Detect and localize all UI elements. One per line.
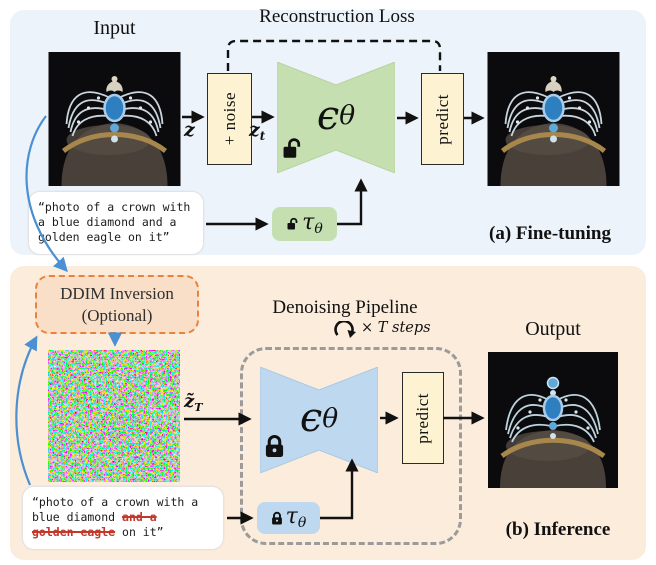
unlocked-icon (283, 138, 301, 158)
prompt-bubble-inference: “photo of a crown with a blue diamond an… (22, 486, 224, 550)
reconstructed-image (487, 52, 620, 186)
denoising-pipeline-box (240, 347, 462, 545)
output-label: Output (525, 318, 581, 340)
denoising-pipeline-label: Denoising Pipeline (272, 297, 418, 318)
fine-tuning-caption: (a) Fine-tuning (489, 223, 611, 244)
unet-shape-finetune (277, 62, 395, 173)
tau-symbol: τθ (302, 210, 323, 238)
tau-symbol: τθ (285, 504, 307, 532)
predict-box-inference: predict (402, 372, 444, 464)
locked-icon-small (271, 511, 282, 524)
input-label: Input (93, 17, 136, 39)
unet-shape-inference (260, 367, 378, 473)
add-noise-box: + noise (207, 73, 252, 165)
ddim-inversion-box: DDIM Inversion (Optional) (35, 275, 199, 334)
struck-text: and a (122, 510, 157, 525)
predict-box-finetune: predict (421, 73, 464, 165)
struck-text: golden eagle (32, 525, 116, 540)
noise-latent-image (48, 350, 180, 482)
text-encoder-box-inference: τθ (257, 502, 320, 534)
text-encoder-box-finetune: τθ (272, 207, 337, 241)
locked-icon (265, 435, 284, 457)
zt-tilde-label: z̃T (184, 391, 203, 414)
reconstruction-loss-label: Reconstruction Loss (259, 6, 415, 27)
prompt-bubble-finetune: “photo of a crown with a blue diamond an… (28, 191, 204, 255)
output-image (488, 352, 618, 488)
t-steps-label: × T steps (361, 320, 431, 336)
input-image (48, 52, 181, 186)
zt-label: zt (249, 119, 266, 144)
loop-arrow-icon (334, 321, 356, 338)
unlocked-icon-small (287, 217, 298, 230)
z-label: z (184, 119, 195, 141)
inference-caption: (b) Inference (505, 519, 611, 540)
